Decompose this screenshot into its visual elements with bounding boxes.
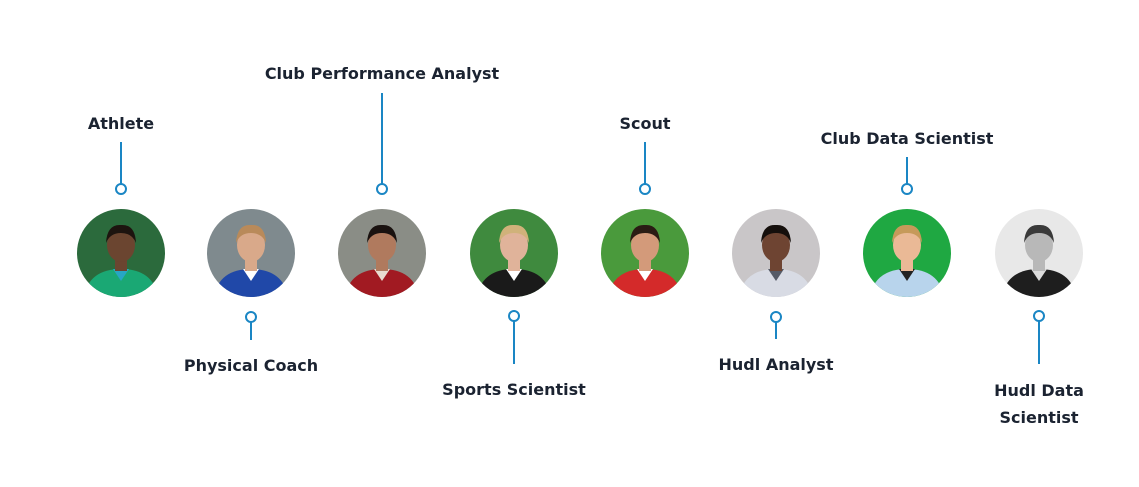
persona-label: Scout [619, 114, 671, 133]
persona-athlete: Athlete [0, 0, 165, 297]
persona-label: Club Data Scientist [820, 129, 994, 148]
persona-club-data-scientist: Club Data Scientist [0, 0, 993, 297]
connector-line [1038, 321, 1040, 364]
connector-line [644, 142, 646, 184]
hudl-data-scientist-portrait-icon [995, 209, 1083, 297]
persona-physical-coach: Physical Coach [0, 0, 318, 375]
connector-node [901, 183, 913, 195]
connector-line [775, 322, 777, 339]
connector-line [120, 142, 122, 184]
sports-scientist-portrait-icon [470, 209, 558, 297]
connector-line [250, 322, 252, 340]
persona-hudl-data-scientist: Hudl Data Scientist [0, 0, 1084, 427]
persona-label: Physical Coach [183, 356, 319, 375]
persona-hudl-analyst: Hudl Analyst [0, 0, 833, 374]
hudl-analyst-portrait-icon [732, 209, 820, 297]
connector-node [376, 183, 388, 195]
club-performance-analyst-portrait-icon [338, 209, 426, 297]
persona-club-performance-analyst: Club Performance Analyst [0, 0, 499, 297]
persona-label: Athlete [87, 114, 155, 133]
persona-scout: Scout [0, 0, 689, 297]
connector-line [513, 321, 515, 364]
athlete-portrait-icon [77, 209, 165, 297]
persona-label: Hudl Data Scientist [994, 381, 1084, 427]
persona-label: Club Performance Analyst [264, 64, 500, 83]
connector-line [381, 93, 383, 184]
physical-coach-portrait-icon [207, 209, 295, 297]
connector-line [906, 157, 908, 184]
connector-node [115, 183, 127, 195]
persona-sports-scientist: Sports Scientist [0, 0, 586, 399]
club-data-scientist-portrait-icon [863, 209, 951, 297]
persona-label: Sports Scientist [442, 380, 586, 399]
scout-portrait-icon [601, 209, 689, 297]
persona-label: Hudl Analyst [718, 355, 834, 374]
connector-node [639, 183, 651, 195]
